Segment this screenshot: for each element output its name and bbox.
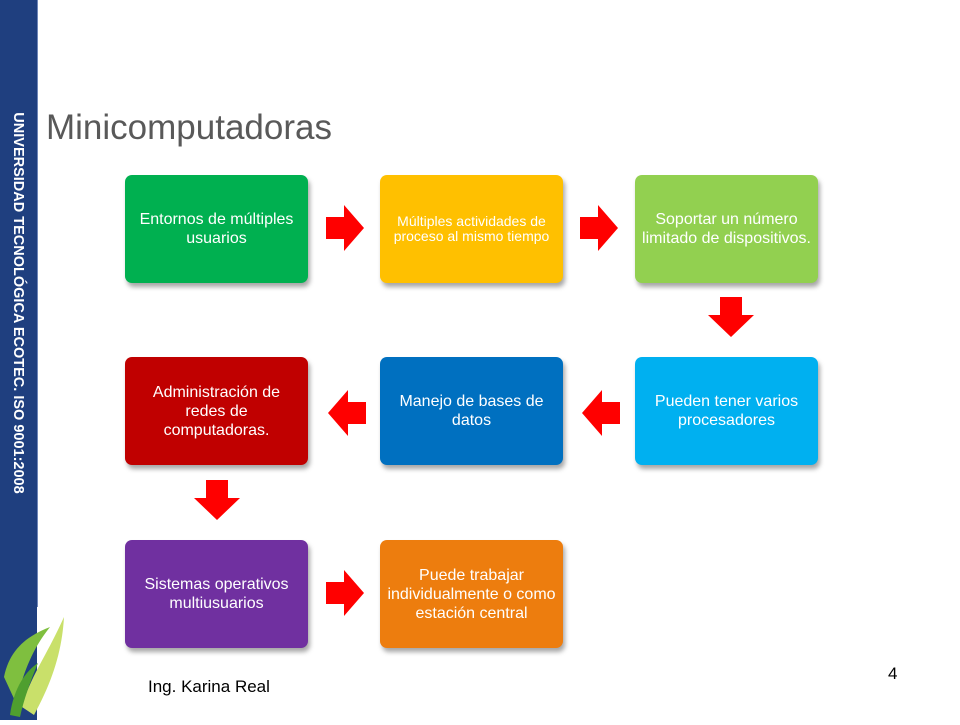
arrow-right-icon	[326, 570, 364, 616]
box-manejo-bases-label: Manejo de bases de datos	[399, 393, 544, 429]
box-entornos: Entornos de múltiples usuarios	[125, 175, 308, 283]
box-multiples-actividades-label: Múltiples actividades de proceso al mism…	[393, 213, 550, 244]
box-entornos-label: Entornos de múltiples usuarios	[139, 211, 294, 247]
box-varios-procesadores: Pueden tener varios procesadores	[635, 357, 818, 465]
box-administracion-redes: Administración de redes de computadoras.	[125, 357, 308, 465]
arrow-down-icon	[194, 480, 240, 520]
box-administracion-redes-label: Administración de redes de computadoras.	[152, 383, 281, 439]
arrow-left-icon	[582, 390, 620, 436]
box-manejo-bases: Manejo de bases de datos	[380, 357, 563, 465]
university-logo	[0, 607, 68, 720]
box-varios-procesadores-label: Pueden tener varios procesadores	[654, 393, 799, 429]
page-title: Minicomputadoras	[46, 108, 332, 147]
arrow-right-icon	[580, 205, 618, 251]
sidebar-band: UNIVERSIDAD TECNOLÓGICA ECOTEC. ISO 9001…	[0, 0, 38, 607]
box-soportar-dispositivos-label: Soportar un número limitado de dispositi…	[642, 211, 811, 247]
arrow-down-icon	[708, 297, 754, 337]
box-sistemas-operativos-label: Sistemas operativos multiusuarios	[144, 576, 289, 612]
author-name: Ing. Karina Real	[148, 677, 270, 696]
box-trabajar-individual: Puede trabajar individualmente o como es…	[380, 540, 563, 648]
box-sistemas-operativos: Sistemas operativos multiusuarios	[125, 540, 308, 648]
page-number: 4	[888, 664, 898, 683]
box-trabajar-individual-label: Puede trabajar individualmente o como es…	[387, 566, 556, 622]
arrow-right-icon	[326, 205, 364, 251]
university-name: UNIVERSIDAD TECNOLÓGICA ECOTEC. ISO 9001…	[10, 112, 26, 494]
box-multiples-actividades: Múltiples actividades de proceso al mism…	[380, 175, 563, 283]
box-soportar-dispositivos: Soportar un número limitado de dispositi…	[635, 175, 818, 283]
arrow-left-icon	[328, 390, 366, 436]
